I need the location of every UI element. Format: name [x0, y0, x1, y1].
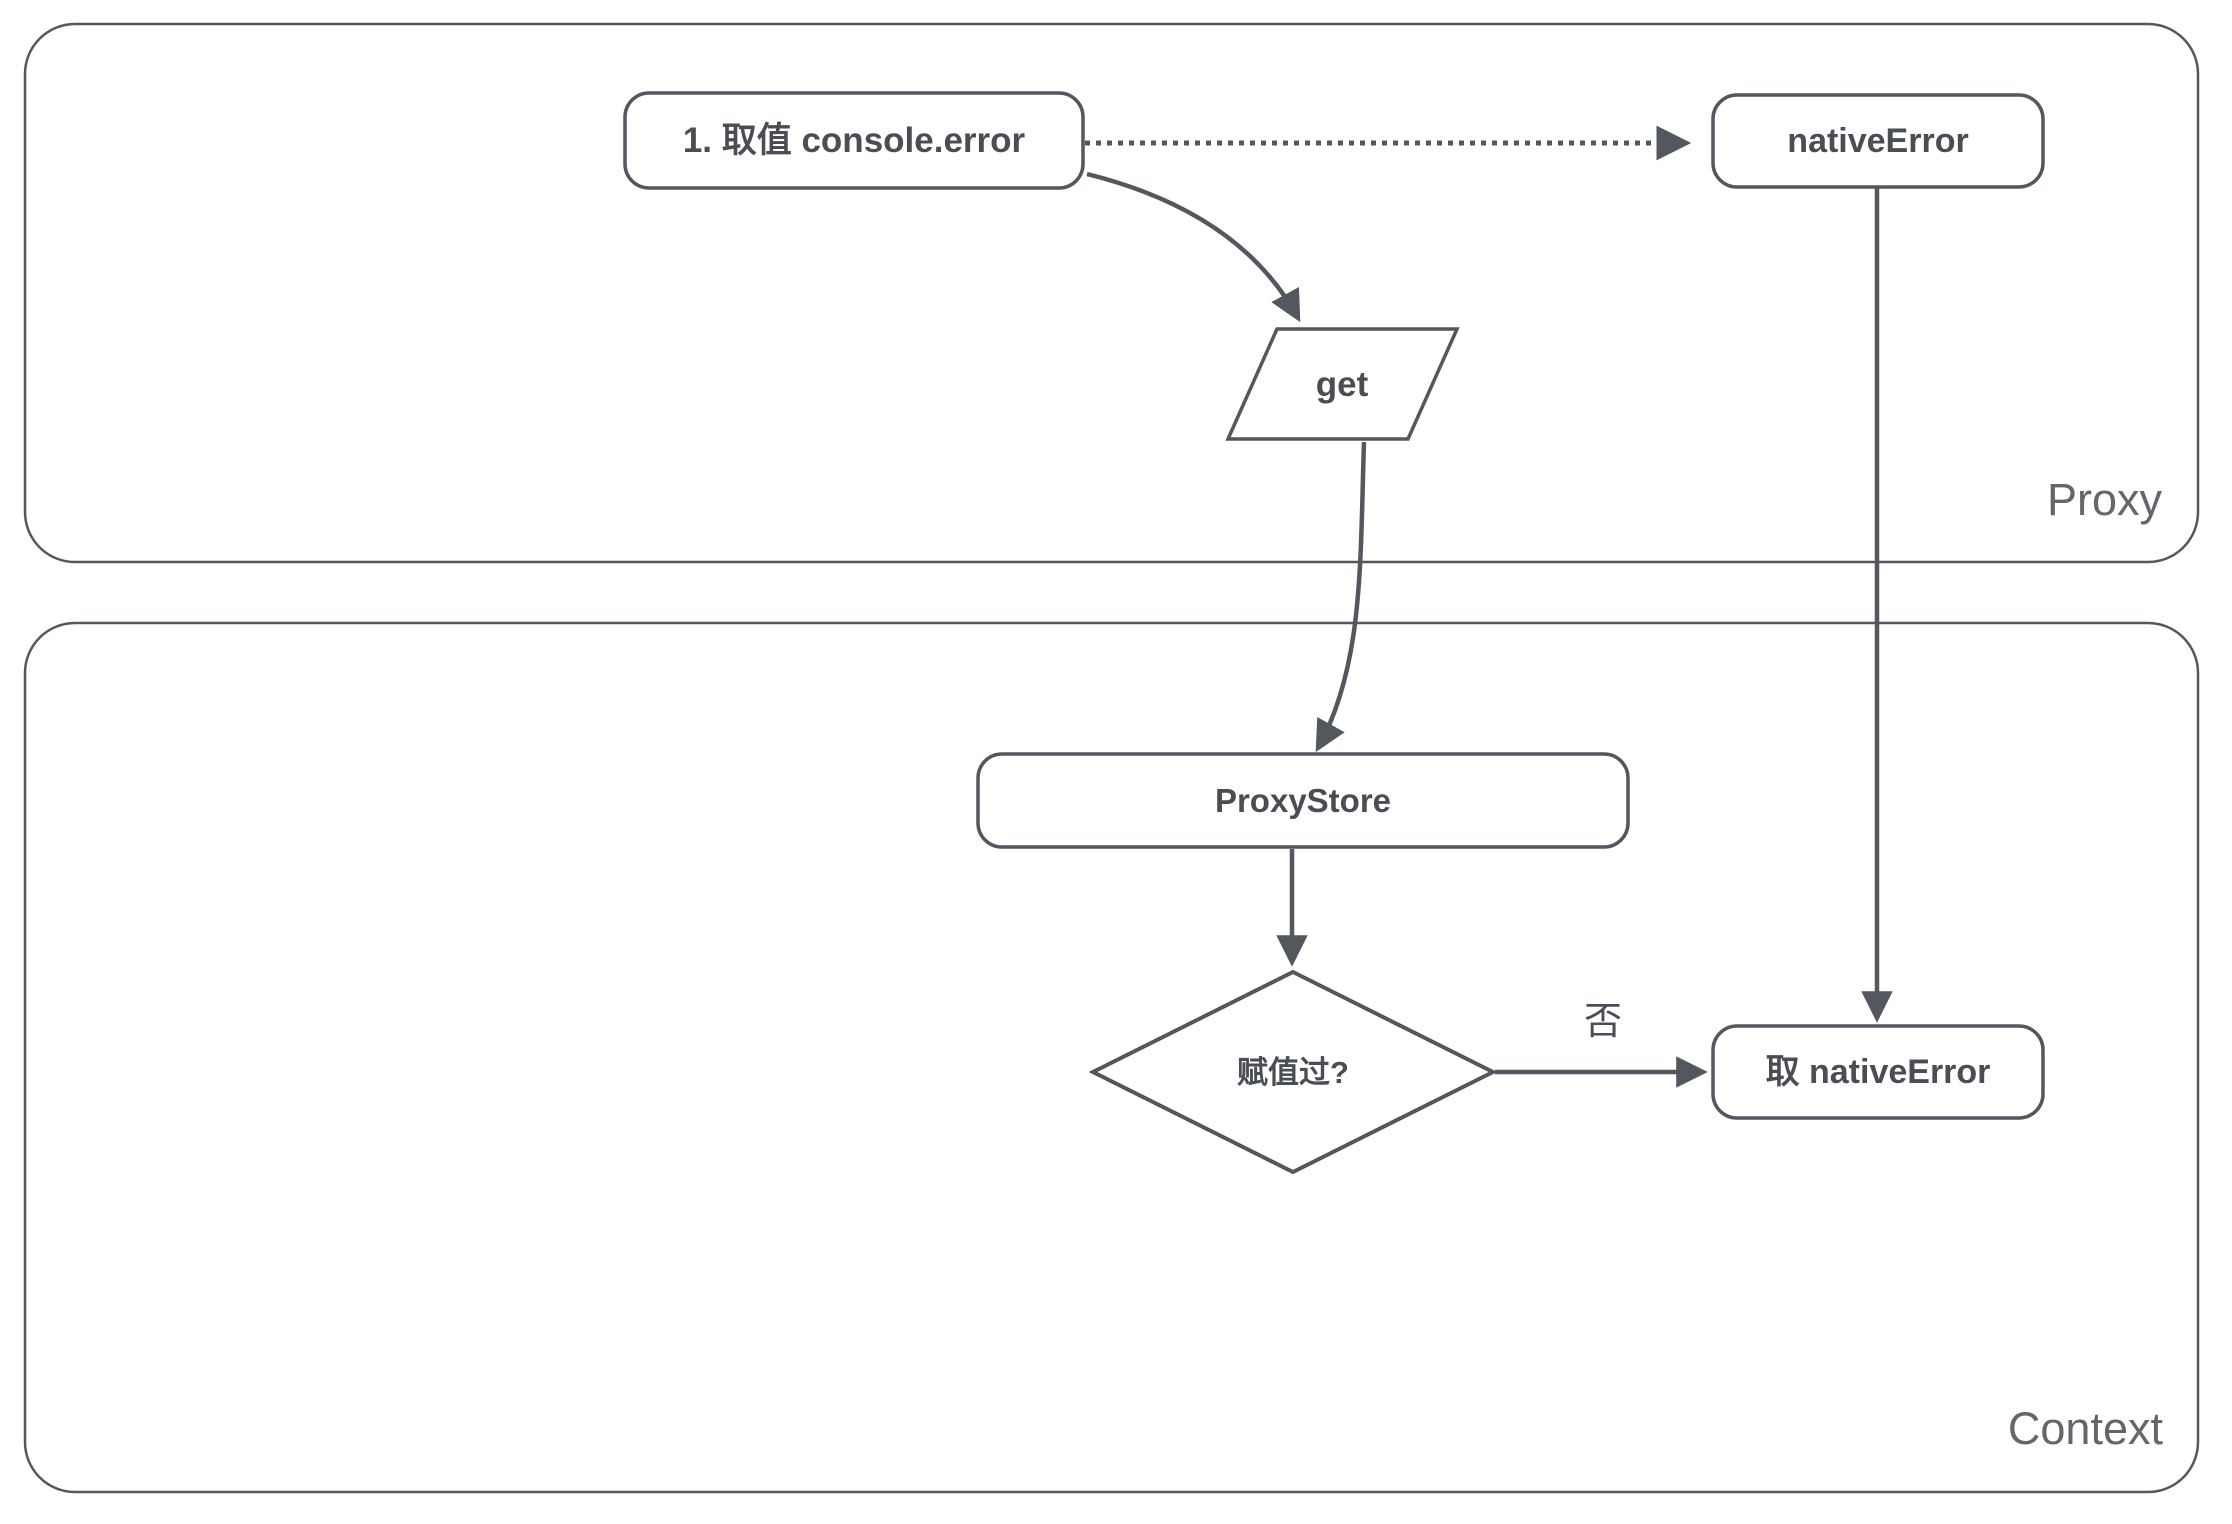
node-get-native-error-shape: [1711, 1024, 2045, 1120]
edge-step1-to-get: [1086, 171, 1301, 323]
edge-get-to-proxy-store: [1315, 441, 1367, 753]
node-native-error-shape: [1711, 93, 2045, 189]
proxy-container-label: Proxy: [2046, 473, 2162, 525]
node-assigned-check-shape: [1088, 969, 1498, 1175]
node-step1-shape: [623, 91, 1085, 190]
node-proxy-store-shape: [976, 752, 1630, 849]
node-step1-label: 1. 取值 console.error: [682, 121, 1026, 160]
node-get-shape: [1225, 327, 1460, 441]
context-container-label: Context: [2007, 1402, 2163, 1454]
node-proxy-store-label: ProxyStore: [1214, 782, 1392, 819]
edge-no-label: 否: [1583, 1001, 1622, 1043]
node-get-label: get: [1315, 364, 1369, 404]
context-container: [23, 621, 2200, 1494]
node-assigned-check-label: 赋值过?: [1237, 1054, 1349, 1090]
node-native-error-label: nativeError: [1787, 122, 1969, 160]
node-get-native-error-label: 取 nativeError: [1765, 1053, 1991, 1091]
proxy-container: [23, 22, 2200, 564]
